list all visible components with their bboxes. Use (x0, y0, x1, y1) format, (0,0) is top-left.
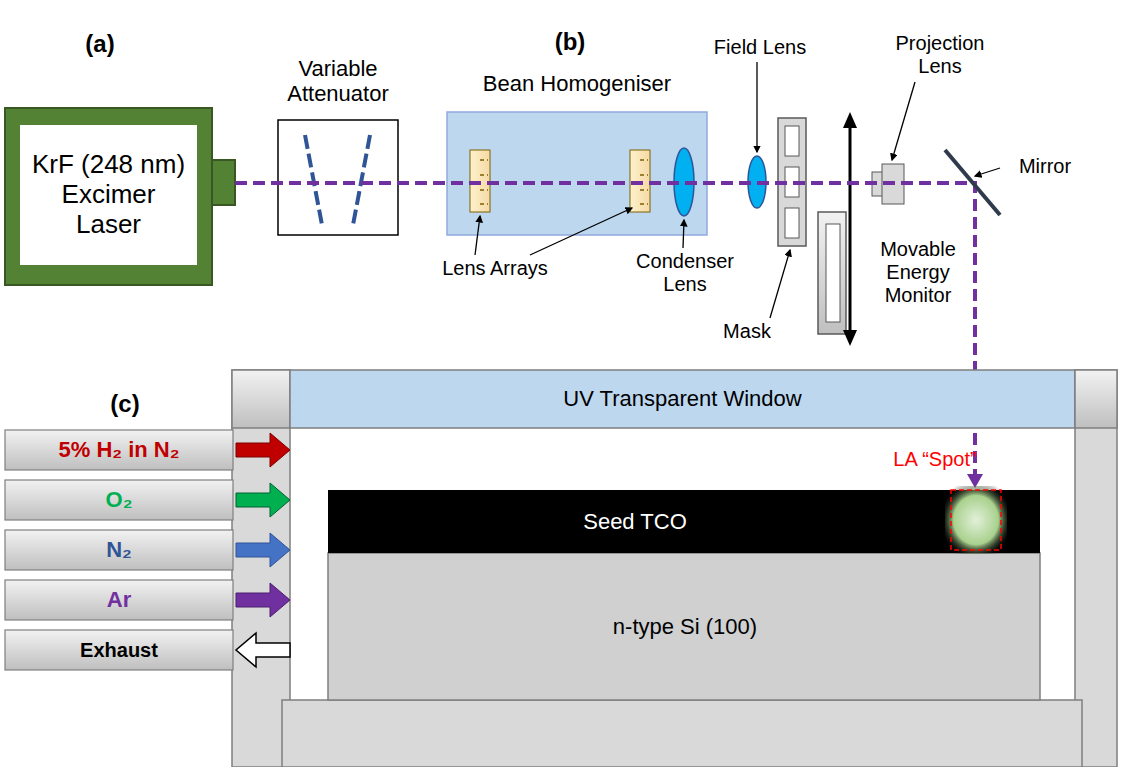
laser-box: KrF (248 nm) Excimer Laser (20, 125, 197, 265)
panel-label: (a) (70, 30, 130, 58)
node-text: Seed TCO (577, 509, 693, 534)
node-text: Ar (101, 587, 137, 612)
node-text: UV Transparent Window (557, 386, 807, 411)
part-label: Movable Energy Monitor (862, 238, 974, 307)
part-label: Projection Lens (880, 32, 1000, 78)
gas-box: N₂ (5, 530, 233, 570)
part-label: Field Lens (700, 36, 820, 59)
node-text: Variable Attenuator (248, 56, 428, 107)
tco-layer: Seed TCO (340, 492, 930, 551)
node-text: Bean Homogeniser (477, 71, 677, 96)
node-text: 5% H₂ in N₂ (52, 437, 185, 462)
part-label: Mirror (1005, 155, 1085, 178)
node-text: n-type Si (100) (607, 614, 763, 639)
part-label: Lens Arrays (425, 257, 565, 280)
spot-label: LA “Spot” (880, 448, 990, 471)
panel-label: (b) (540, 28, 600, 56)
attenuator-heading: Variable Attenuator (248, 52, 428, 110)
window-band: UV Transparent Window (295, 372, 1070, 426)
homogeniser-heading: Bean Homogeniser (447, 60, 707, 108)
gas-box: 5% H₂ in N₂ (5, 430, 233, 470)
part-label: Mask (712, 320, 782, 343)
substrate-layer: n-type Si (100) (340, 555, 1030, 698)
node-text: KrF (248 nm) Excimer Laser (20, 150, 197, 240)
gas-box: O₂ (5, 480, 233, 520)
exhaust-box: Exhaust (5, 630, 233, 670)
gas-box: Ar (5, 580, 233, 620)
node-text: Exhaust (74, 639, 164, 662)
node-text: N₂ (100, 537, 138, 562)
node-text: O₂ (100, 487, 139, 512)
panel-label: (c) (95, 390, 155, 418)
part-label: Condenser Lens (625, 250, 745, 296)
